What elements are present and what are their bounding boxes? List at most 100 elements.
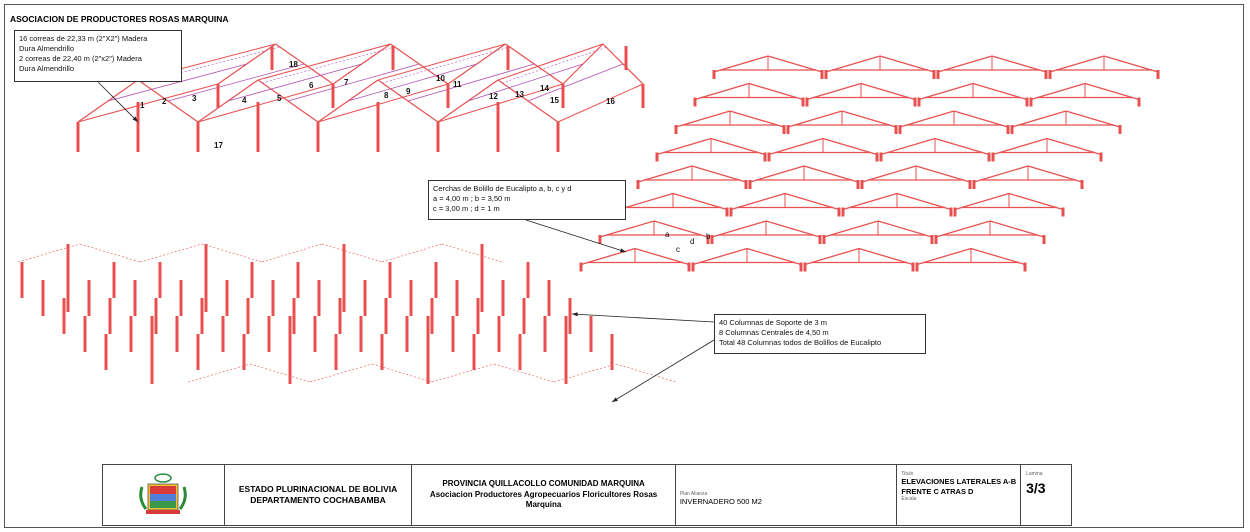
title-cell: Titulo ELEVACIONES LATERALES A-B FRENTE … (897, 465, 1022, 525)
gable-outline (431, 363, 495, 383)
truss-post (818, 235, 822, 244)
truss-post (932, 70, 936, 79)
purlin-number-18: 18 (289, 60, 298, 69)
truss-rafter (899, 110, 955, 128)
purlin-number-14: 14 (540, 84, 549, 93)
back-column (561, 84, 565, 108)
truss-rafter (954, 192, 1010, 211)
support-column (179, 280, 183, 316)
purlin (467, 63, 584, 102)
leader-arrows (97, 81, 715, 403)
truss-post (898, 125, 902, 134)
center-column (136, 102, 140, 152)
truss-rafter (653, 220, 709, 238)
support-column (405, 316, 409, 352)
truss-rafter (1011, 110, 1067, 128)
eave-purlin (197, 83, 334, 123)
center-column (204, 244, 208, 312)
gable-outline (615, 363, 677, 383)
truss-rafter (918, 82, 974, 101)
support-column (610, 334, 614, 370)
purlin-number-11: 11 (453, 80, 462, 89)
note-correas-line: Dura Almendrillo (19, 44, 75, 53)
truss-post (1044, 70, 1048, 79)
sheet-number: 3/3 (1026, 480, 1046, 496)
truss-rafter (825, 55, 881, 73)
truss-post (691, 262, 695, 272)
truss-post (968, 180, 972, 189)
truss-post (915, 262, 919, 272)
truss-post (841, 207, 845, 217)
truss-post (1061, 207, 1065, 217)
truss-post (934, 235, 938, 244)
plan-cell: Plan Alianza INVERNADERO 500 M2 (676, 465, 898, 525)
support-column (271, 280, 275, 316)
gable-outline (249, 363, 311, 383)
truss-rafter (1049, 55, 1105, 73)
center-column (391, 46, 395, 70)
truss-post (1029, 97, 1033, 107)
truss-rafter (858, 247, 914, 266)
truss-post (936, 70, 940, 79)
truss-post (693, 97, 697, 107)
gable-outline (321, 243, 383, 263)
truss-post (763, 152, 767, 162)
eave-purlin (437, 83, 564, 123)
truss-post (712, 70, 716, 79)
ridge-purlin (257, 43, 391, 81)
purlin-number-7: 7 (344, 78, 349, 87)
department-name: DEPARTAMENTO COCHABAMBA (250, 495, 386, 505)
truss-post (1137, 97, 1141, 107)
support-column (246, 298, 250, 334)
purlin-number-3: 3 (192, 94, 197, 103)
arrow-columnas-center (611, 339, 715, 403)
back-column (331, 84, 335, 108)
arrow-columnas-support-head (572, 312, 578, 317)
sheet-cell: Lamina 3/3 (1021, 465, 1071, 525)
truss-post (837, 207, 841, 217)
center-column (342, 244, 346, 312)
center-column (564, 316, 568, 384)
center-column (270, 46, 274, 70)
support-column (522, 298, 526, 334)
support-column (526, 262, 530, 298)
province-cell: PROVINCIA QUILLACOLLO COMUNIDAD MARQUINA… (412, 465, 676, 525)
arrow-correas (97, 81, 139, 123)
note-correas-line: 2 correas de 22,40 m (2"x2") Madera (19, 54, 142, 63)
center-column (376, 102, 380, 152)
truss-post (799, 262, 803, 272)
truss-post (803, 262, 807, 272)
truss-post (860, 180, 864, 189)
eave-purlin (317, 83, 449, 123)
truss-label-c: c (676, 245, 680, 254)
truss-post (1048, 70, 1052, 79)
arrow-columnas-support (571, 313, 715, 323)
truss-post (856, 180, 860, 189)
support-column (568, 298, 572, 334)
truss-rafter (746, 247, 802, 266)
support-column (200, 298, 204, 334)
support-column (221, 316, 225, 352)
front-column (316, 122, 320, 152)
support-column (87, 280, 91, 316)
truss-rafter (691, 165, 747, 183)
support-column (338, 298, 342, 334)
truss-post (782, 125, 786, 134)
gable-outline (371, 363, 433, 383)
truss-post (805, 97, 809, 107)
gable-outline (381, 243, 443, 263)
truss-rafter (879, 55, 935, 73)
front-column (196, 122, 200, 152)
truss-post (710, 235, 714, 244)
truss-rafter (842, 192, 898, 211)
truss-rafter (1084, 82, 1140, 101)
truss-rafter (803, 165, 859, 183)
truss-post (748, 180, 752, 189)
purlin-number-8: 8 (384, 91, 389, 100)
front-column (556, 122, 560, 152)
truss-rafter (784, 192, 840, 211)
support-column (62, 298, 66, 334)
truss-post (725, 207, 729, 217)
support-column (518, 334, 522, 370)
support-column (359, 316, 363, 352)
